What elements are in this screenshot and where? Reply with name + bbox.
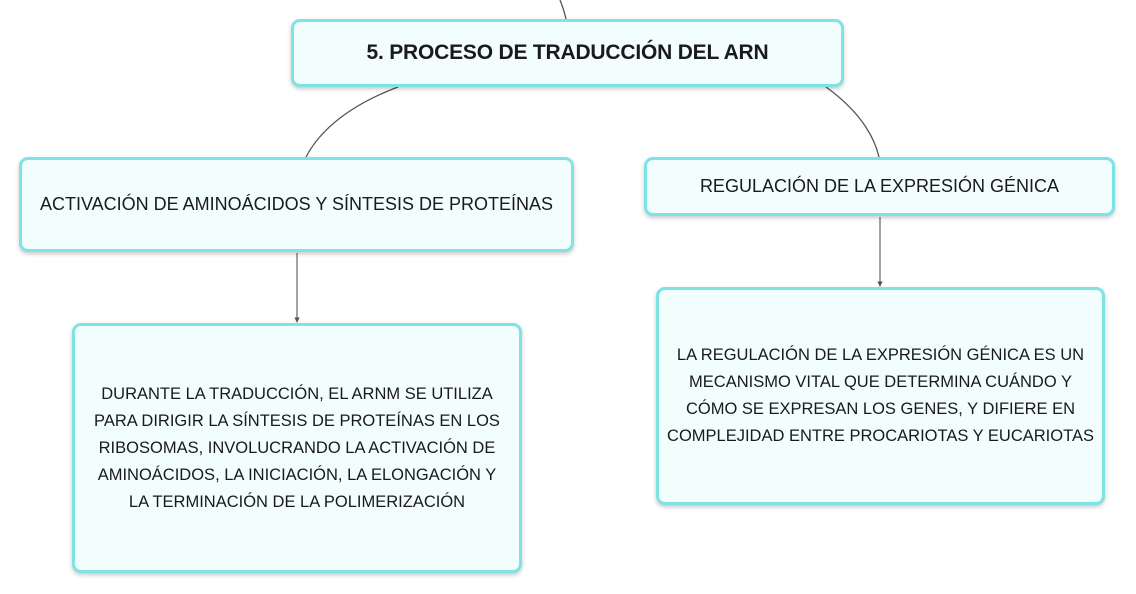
- main-topic-label: 5. PROCESO DE TRADUCCIÓN DEL ARN: [366, 41, 769, 64]
- detail-node-regulacion[interactable]: LA REGULACIÓN DE LA EXPRESIÓN GÉNICA ES …: [656, 287, 1105, 505]
- subtopic-node-activacion[interactable]: ACTIVACIÓN DE AMINOÁCIDOS Y SÍNTESIS DE …: [19, 157, 574, 252]
- detail-text-regulacion: LA REGULACIÓN DE LA EXPRESIÓN GÉNICA ES …: [667, 346, 1094, 445]
- subtopic-label-regulacion: REGULACIÓN DE LA EXPRESIÓN GÉNICA: [699, 176, 1060, 196]
- main-topic-node[interactable]: 5. PROCESO DE TRADUCCIÓN DEL ARN: [291, 19, 844, 87]
- connector-incoming-top: [559, 0, 567, 20]
- subtopic-node-regulacion[interactable]: REGULACIÓN DE LA EXPRESIÓN GÉNICA: [644, 157, 1115, 216]
- connector-main-to-left: [305, 86, 399, 158]
- subtopic-label-activacion: ACTIVACIÓN DE AMINOÁCIDOS Y SÍNTESIS DE …: [39, 194, 554, 214]
- detail-text-traduccion: DURANTE LA TRADUCCIÓN, EL ARNM SE UTILIZ…: [94, 384, 500, 511]
- connector-main-to-right: [825, 86, 880, 158]
- detail-node-traduccion[interactable]: DURANTE LA TRADUCCIÓN, EL ARNM SE UTILIZ…: [72, 323, 522, 573]
